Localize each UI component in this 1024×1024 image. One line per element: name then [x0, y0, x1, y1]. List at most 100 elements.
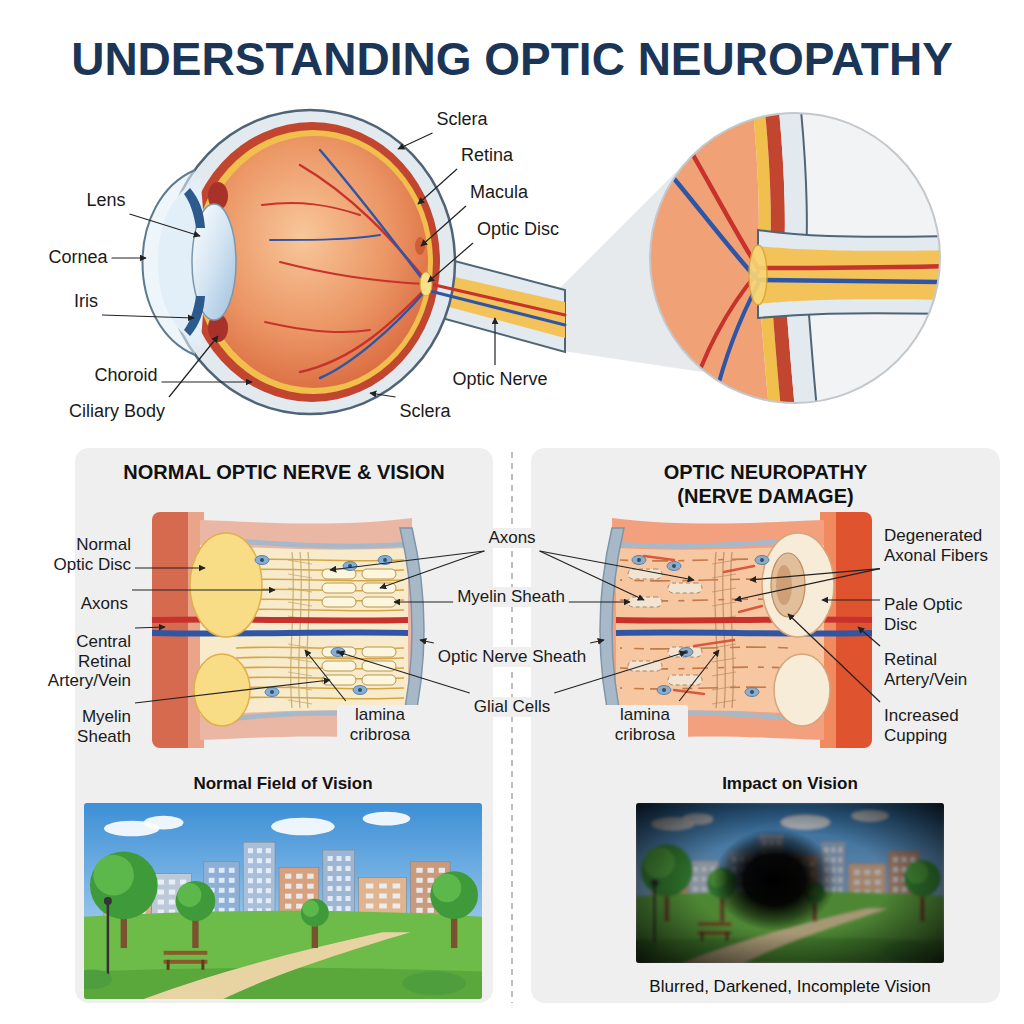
- park-scene: [257, 878, 262, 883]
- optic-nerve-cross-section: [288, 658, 312, 662]
- eyeball-drawing: [270, 235, 380, 240]
- park-scene: [328, 876, 333, 881]
- optic-nerve-cross-section: [260, 558, 264, 562]
- park-scene: [285, 904, 291, 909]
- park-scene: [307, 894, 313, 899]
- eyeball-drawing: [420, 272, 432, 296]
- park-scene: [336, 886, 341, 891]
- optic-nerve-cross-section: [236, 697, 404, 699]
- park-scene: [345, 896, 350, 901]
- park-scene: [266, 868, 271, 873]
- leader-line: [305, 650, 346, 701]
- park-scene: [285, 884, 291, 889]
- eyeball-drawing: [143, 110, 566, 414]
- nerve-part-label: Axons: [81, 594, 128, 614]
- optic-nerve-cross-section: [644, 556, 674, 560]
- leader-line: [418, 169, 457, 204]
- park-scene: [366, 883, 374, 888]
- optic-nerve-cross-section: [362, 661, 396, 671]
- park-scene: [296, 894, 302, 899]
- optic-nerve-cross-section: [152, 512, 424, 748]
- optic-nerve-cross-section: [270, 690, 274, 694]
- panel-heading: NORMAL OPTIC NERVE & VISION: [84, 448, 484, 484]
- comparison-panel: NORMAL OPTIC NERVE & VISION Normal Field …: [75, 448, 493, 1003]
- optic-nerve-cross-section: [288, 602, 312, 606]
- leader-line: [135, 627, 165, 628]
- optic-nerve-cross-section: [343, 562, 357, 571]
- eyeball-drawing: [184, 188, 205, 228]
- blind-spot: [713, 829, 836, 931]
- optic-nerve-cross-section: [620, 647, 788, 649]
- leader-line: [102, 315, 194, 318]
- leader-line: [330, 551, 484, 570]
- park-scene: [393, 883, 401, 888]
- zoom-detail: [650, 112, 950, 420]
- zoom-detail: [640, 100, 950, 420]
- park-scene: [266, 848, 271, 853]
- optic-nerve-cross-section: [620, 687, 788, 689]
- park-scene: [416, 908, 422, 913]
- zoom-detail: [650, 150, 950, 282]
- optic-nerve-cross-section: [637, 558, 641, 562]
- park-scene: [158, 890, 164, 895]
- picture-heading: Normal Field of Vision: [83, 774, 483, 794]
- eye-part-label: Iris: [74, 291, 98, 312]
- diagram-title: UNDERSTANDING OPTIC NEUROPATHY: [0, 33, 1024, 86]
- leader-line: [162, 381, 252, 382]
- park-scene: [402, 972, 466, 996]
- park-scene: [248, 878, 253, 883]
- nerve-part-label: Pale Optic Disc: [884, 595, 966, 634]
- park-scene: [248, 848, 253, 853]
- optic-nerve-cross-section: [358, 688, 362, 692]
- optic-nerve-cross-section: [236, 609, 404, 611]
- vision-picture: Impact on VisionBlurred, Darkened, Incom…: [631, 772, 949, 1001]
- zoom-detail: [684, 272, 758, 420]
- park-scene: [219, 878, 225, 883]
- optic-nerve-cross-section: [712, 658, 736, 662]
- optic-nerve-cross-section: [628, 661, 662, 671]
- optic-nerve-cross-section: [632, 556, 646, 565]
- park-scene: [427, 878, 433, 883]
- park-scene: [248, 898, 253, 903]
- park-scene: [167, 960, 170, 970]
- park-scene: [285, 874, 291, 879]
- eyeball-drawing: [320, 290, 426, 378]
- park-scene: [427, 868, 433, 873]
- park-scene: [180, 880, 186, 885]
- park-scene: [229, 898, 235, 903]
- eyeball-drawing: [426, 283, 565, 315]
- zoom-detail: [668, 112, 950, 268]
- park-scene: [416, 878, 422, 883]
- park-scene: [84, 803, 482, 999]
- leader-line: [428, 243, 473, 282]
- optic-nerve-cross-section: [336, 650, 340, 654]
- park-scene: [257, 858, 262, 863]
- eyeball-drawing: [262, 203, 360, 215]
- park-scene: [328, 856, 333, 861]
- zoom-circle: [650, 113, 940, 403]
- zoom-detail: [710, 284, 758, 420]
- leader-line: [494, 318, 495, 365]
- eyeball-drawing: [193, 130, 433, 394]
- park-scene: [336, 866, 341, 871]
- optic-nerve-cross-section: [679, 648, 693, 657]
- optic-nerve-cross-section: [820, 512, 872, 748]
- park-scene: [229, 878, 235, 883]
- leader-line: [394, 601, 453, 602]
- nerve-part-label: Degenerated Axonal Fibers: [884, 526, 1000, 565]
- park-scene: [439, 868, 445, 873]
- optic-nerve-cross-section: [288, 574, 312, 578]
- leader-line: [822, 599, 880, 600]
- park-scene: [93, 855, 134, 896]
- park-scene: [433, 874, 462, 903]
- leader-line: [421, 206, 466, 246]
- optic-nerve-cross-section: [657, 686, 671, 695]
- optic-nerve-cross-section: [616, 632, 872, 633]
- nerve-part-label: lamina cribrosa: [602, 705, 688, 744]
- optic-nerve-cross-section: [362, 597, 396, 607]
- optic-nerve-cross-section: [152, 632, 408, 633]
- leader-line: [788, 614, 880, 702]
- optic-nerve-cross-section: [288, 560, 312, 564]
- picture-heading: Impact on Vision: [631, 774, 949, 794]
- optic-nerve-cross-section: [255, 556, 269, 565]
